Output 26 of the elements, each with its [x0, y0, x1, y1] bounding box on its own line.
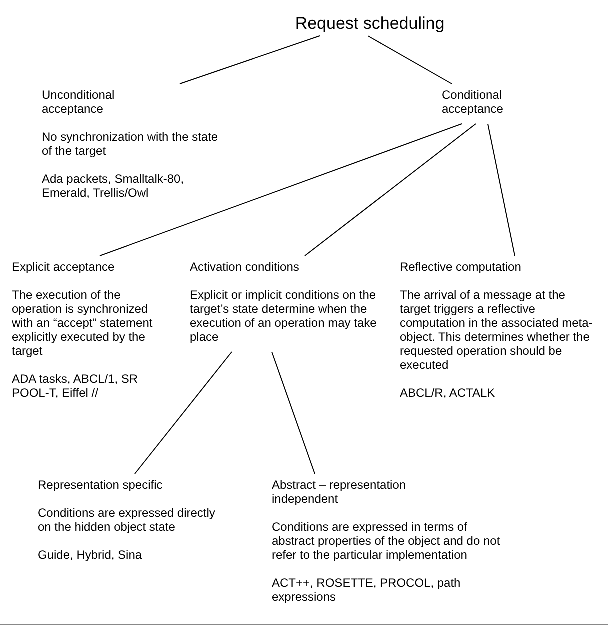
connector-line: [368, 36, 452, 84]
category-heading: Conditional acceptance: [442, 88, 504, 116]
connector-line: [304, 124, 476, 256]
root-heading: Request scheduling: [294, 14, 446, 34]
category-description: The arrival of a message at the target triggers a reflective computation in the associated meta-object. This determines whether the requested operation should be executed: [400, 288, 594, 372]
category-description: ADA tasks, ABCL/1, SR POOL-T, Eiffel //: [12, 372, 140, 400]
connector-line: [134, 352, 232, 474]
category-heading: Representation specific: [38, 478, 164, 492]
category-heading: Unconditional acceptance: [42, 88, 116, 116]
connector-line: [100, 124, 462, 256]
category-description: Conditions are expressed directly on the hidden object state: [38, 506, 216, 534]
connector-line: [272, 352, 316, 474]
category-description: No synchronization with the state of the target: [42, 130, 220, 158]
category-heading: Reflective computation: [400, 260, 522, 274]
category-heading: Explicit acceptance: [12, 260, 116, 274]
category-description: ABCL/R, ACTALK: [400, 386, 496, 400]
category-description: Guide, Hybrid, Sina: [38, 548, 144, 562]
category-description: ACT++, ROSETTE, PROCOL, path expressions: [272, 576, 462, 604]
category-description: Explicit or implicit conditions on the target’s state determine when the execution of an operation may take place: [190, 288, 378, 344]
connector-line: [180, 36, 320, 84]
category-description: Ada packets, Smalltalk-80, Emerald, Trellis/Owl: [42, 172, 186, 200]
category-description: The execution of the operation is synchronized with an “accept” statement explicitly executed by the target: [12, 288, 154, 358]
category-heading: Activation conditions: [190, 260, 300, 274]
category-heading: Abstract – representation independent: [272, 478, 408, 506]
connector-line: [488, 124, 516, 256]
category-description: Conditions are expressed in terms of abstract properties of the object and do not refer to the particular implementation: [272, 520, 502, 562]
